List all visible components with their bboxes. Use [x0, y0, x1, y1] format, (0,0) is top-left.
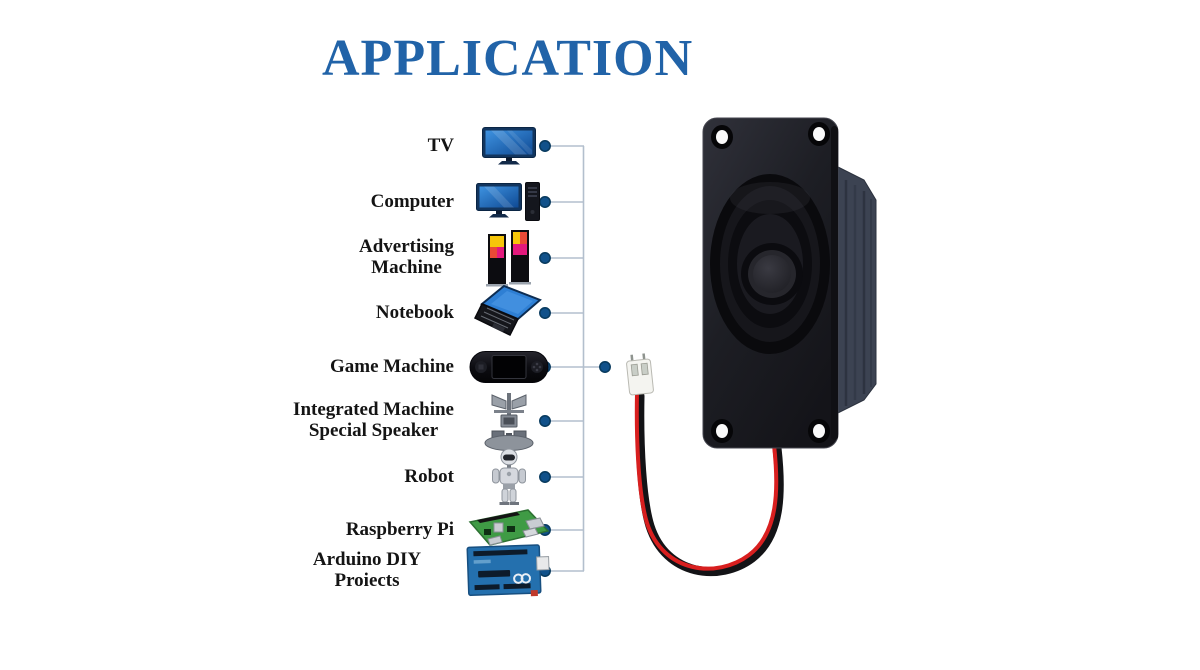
game-machine-icon [469, 351, 549, 383]
application-label: Game Machine [329, 355, 454, 377]
speaker-enclosure [835, 165, 877, 415]
application-label: Raspberry Pi [345, 518, 454, 540]
advertising-machine-icon [486, 230, 531, 287]
robot-icon [492, 448, 526, 505]
page-title: APPLICATION [322, 30, 694, 87]
application-label: Robot [404, 465, 454, 487]
application-row-raspberry-pi: Raspberry Pi [280, 500, 554, 560]
speaker-plate [702, 117, 839, 449]
application-label: Arduino DIY Proiects [312, 549, 422, 591]
application-label: Advertising Machine [359, 236, 454, 278]
application-row-game-machine: Game Machine [280, 337, 554, 397]
speaker-photo [626, 117, 877, 577]
application-row-tv: TV [280, 116, 554, 176]
notebook-icon [474, 285, 542, 336]
speaker-cone [710, 174, 830, 354]
arduino-icon [466, 544, 550, 597]
application-row-notebook: Notebook [280, 283, 554, 343]
speaker-wire [634, 391, 784, 577]
computer-icon [476, 182, 540, 221]
tv-icon [482, 127, 536, 165]
screw-hole [711, 122, 830, 443]
application-label: Notebook [375, 301, 454, 323]
application-row-arduino: Arduino DIY Proiects [280, 541, 554, 601]
application-row-robot: Robot [280, 447, 554, 507]
application-label: TV [427, 134, 454, 156]
application-row-integrated-machine: Integrated Machine Special Speaker [280, 391, 554, 451]
integrated-machine-icon [484, 393, 534, 451]
jst-connector [626, 353, 654, 396]
application-row-advertising-machine: Advertising Machine [280, 228, 554, 288]
application-label: Computer [370, 190, 454, 212]
raspberry-pi-icon [468, 509, 550, 546]
application-row-computer: Computer [280, 172, 554, 232]
application-label: Integrated Machine Special Speaker [293, 399, 454, 441]
